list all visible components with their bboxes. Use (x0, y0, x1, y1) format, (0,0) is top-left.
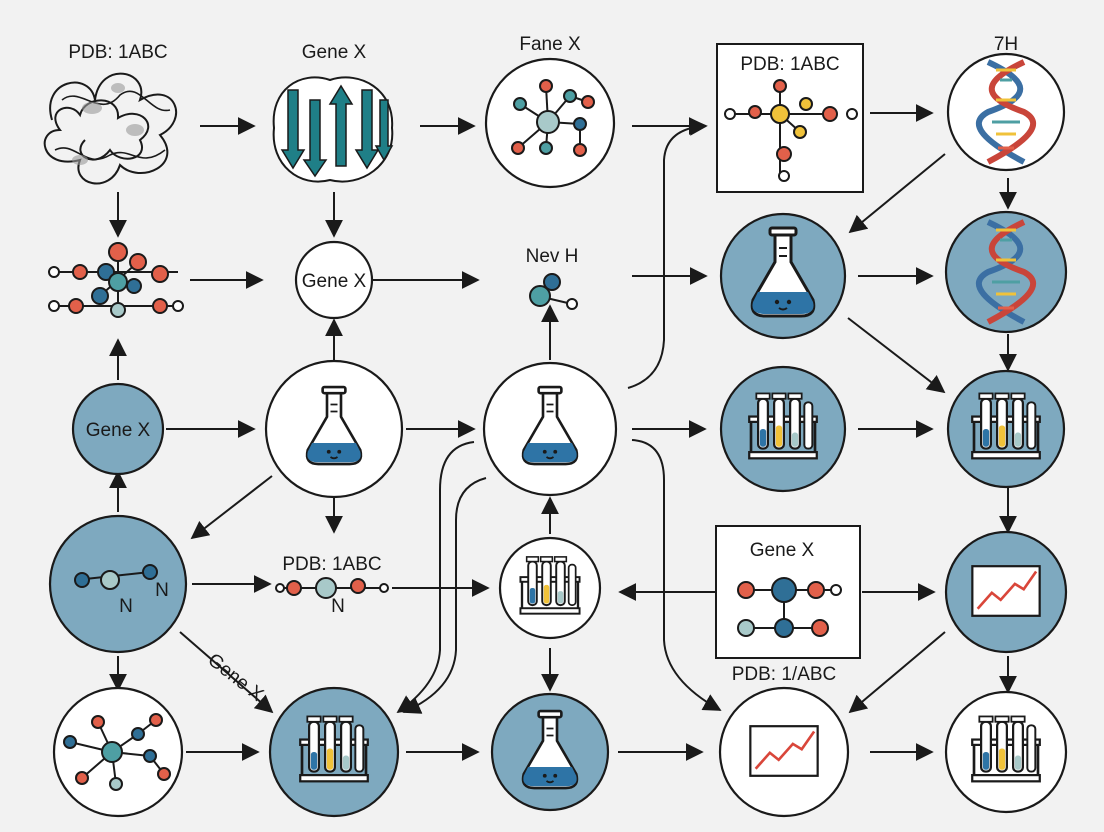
gene-node-left (71, 382, 165, 476)
label-nev: Nev H (526, 246, 579, 267)
edge (396, 441, 475, 714)
edges (109, 104, 1017, 761)
molecule-icon (48, 242, 184, 318)
label-gene-diagonal: Gene X (204, 650, 268, 706)
gene-node-center (294, 240, 374, 320)
atom-label: N (331, 596, 345, 617)
dna-node-top (946, 52, 1066, 172)
line-chart-icon (749, 724, 819, 778)
molecule-icon (529, 273, 578, 310)
protein-coil-icon (43, 72, 178, 185)
molecule-icon (511, 79, 595, 157)
atom-label: N (119, 596, 133, 617)
molecule-icon (724, 79, 858, 182)
atom-label: N (155, 580, 169, 601)
label-gene-box-mid: Gene X (750, 540, 815, 561)
edge (847, 317, 946, 394)
label-dna-top: 7H (994, 34, 1018, 55)
edge (190, 475, 273, 540)
label-gene-top: Gene X (302, 42, 367, 63)
molecule-icon (74, 564, 158, 590)
beta-sheet-icon (272, 76, 394, 183)
label-pdb-mid: PDB: 1ABC (282, 554, 381, 575)
label-gene-node-left: Gene X (86, 420, 151, 441)
molecule-icon (737, 577, 842, 638)
edge (631, 439, 722, 711)
label-pdb-box-top: PDB: 1ABC (740, 54, 839, 75)
label-pdb-bottom: PDB: 1/ABC (732, 664, 837, 685)
edge (848, 153, 946, 234)
edge (402, 477, 487, 714)
label-protein-top: PDB: 1ABC (68, 42, 167, 63)
molecule-icon (275, 577, 389, 599)
label-fane-top: Fane X (519, 34, 581, 55)
line-chart-icon (971, 564, 1041, 618)
molecule-icon (63, 713, 171, 791)
edge (179, 631, 274, 714)
edge (848, 631, 946, 714)
dna-node (944, 210, 1068, 334)
pdb-box-top (716, 43, 864, 193)
label-gene-node-center: Gene X (302, 271, 367, 292)
edge (627, 117, 708, 389)
